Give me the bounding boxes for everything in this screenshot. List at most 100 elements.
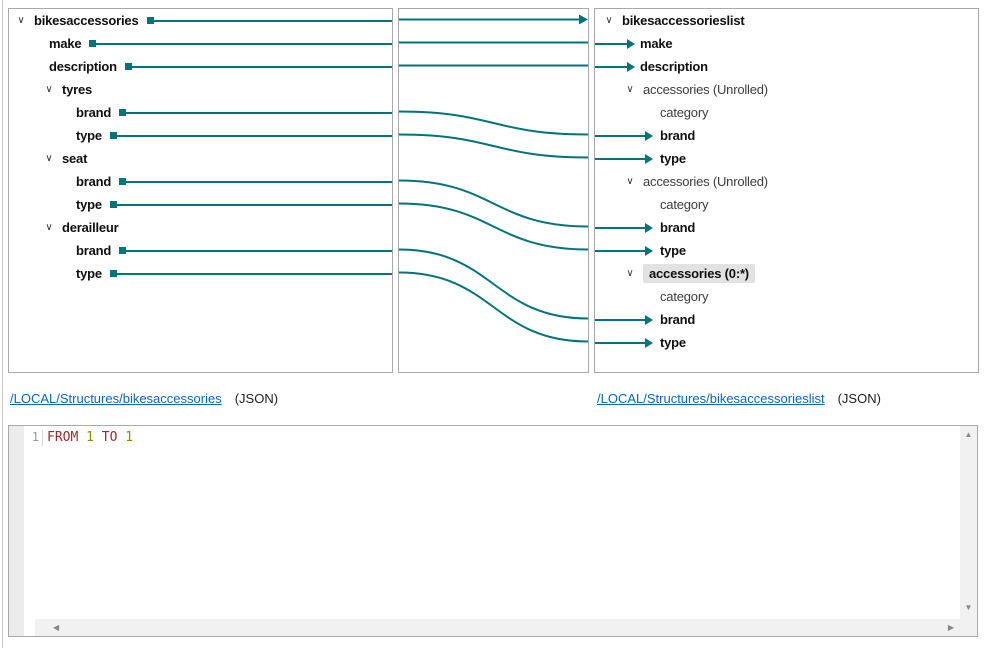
mapping-arrow-shaft [595,42,627,45]
source-tree-row-description[interactable]: description [9,55,392,78]
source-tree-row-type[interactable]: type [9,193,392,216]
tree-item-label: category [660,289,709,304]
target-tree-row-brand[interactable]: brand [595,124,978,147]
tree-item-label: description [640,59,708,74]
mapping-arrow-tip [645,130,653,141]
mapping-arrow-shaft [595,318,645,321]
chevron-down-icon[interactable]: ∨ [45,83,53,95]
mapping-connection-line[interactable] [153,19,392,22]
mapping-connection-line[interactable] [126,180,392,183]
tree-item-label: brand [660,312,696,327]
target-tree-row-category[interactable]: category [595,101,978,124]
mapping-connection[interactable] [399,133,588,159]
mapping-connection-line[interactable] [116,272,392,275]
target-tree-row-description[interactable]: description [595,55,978,78]
target-tree-row-category[interactable]: category [595,285,978,308]
tree-item-label: brand [76,243,112,258]
mapping-arrow-tip [645,314,653,325]
target-tree-row-type[interactable]: type [595,147,978,170]
target-tree-row-type[interactable]: type [595,239,978,262]
chevron-down-icon[interactable]: ∨ [45,152,53,164]
chevron-down-icon[interactable]: ∨ [626,175,634,187]
code-token: 1 [86,430,94,445]
source-tree-row-bikesaccessories[interactable]: ∨bikesaccessories [9,9,392,32]
editor-vertical-scrollbar[interactable]: ▲ ▼ [960,426,977,636]
mapping-connection-line[interactable] [131,65,392,68]
output-connector-handle[interactable] [109,132,117,139]
chevron-down-icon[interactable]: ∨ [17,14,25,26]
code-token: FROM [47,430,79,445]
target-format-label: (JSON) [837,390,881,406]
mapping-connection-line[interactable] [116,203,392,206]
mapping-connection[interactable] [399,179,588,228]
output-connector-handle[interactable] [119,247,127,254]
scroll-left-icon[interactable]: ◀ [53,622,60,632]
editor-horizontal-scrollbar[interactable]: ◀ ▶ [35,619,960,636]
source-tree-row-seat[interactable]: ∨ seat [9,147,392,170]
source-tree-row-make[interactable]: make [9,32,392,55]
tree-item-label: type [76,128,102,143]
output-connector-handle[interactable] [89,40,97,47]
source-tree-row-brand[interactable]: brand [9,101,392,124]
chevron-down-icon[interactable]: ∨ [626,83,634,95]
code-token [94,430,102,445]
target-structure-link[interactable]: /LOCAL/Structures/bikesaccessorieslist [597,390,825,406]
window-edge-divider [2,0,3,648]
mapping-arrow-tip [627,38,635,49]
mapping-arrow-shaft [595,341,645,344]
mapping-connections-canvas [399,14,588,343]
output-connector-handle[interactable] [146,17,154,24]
target-tree-row-accessories-unrolled[interactable]: ∨accessories (Unrolled) [595,170,978,193]
mapping-connection[interactable] [399,248,588,320]
chevron-down-icon[interactable]: ∨ [626,267,634,279]
tree-item-label: type [76,197,102,212]
target-tree-row-brand[interactable]: brand [595,308,978,331]
target-tree-row-bikesaccessorieslist[interactable]: ∨bikesaccessorieslist [595,9,978,32]
target-tree-row-accessories-0[interactable]: ∨accessories (0:*) [595,262,978,285]
mapping-connection-line[interactable] [116,134,392,137]
mapping-arrow-shaft [595,249,645,252]
chevron-down-icon[interactable]: ∨ [605,14,613,26]
target-tree-row-accessories-unrolled[interactable]: ∨accessories (Unrolled) [595,78,978,101]
mapping-connection-line[interactable] [126,249,392,252]
chevron-down-icon[interactable]: ∨ [45,221,53,233]
output-connector-handle[interactable] [109,201,117,208]
output-connector-handle[interactable] [124,63,132,70]
mapping-arrow-tip [645,337,653,348]
mapping-connection[interactable] [399,110,588,136]
source-tree-row-brand[interactable]: brand [9,170,392,193]
tree-item-label: type [660,243,686,258]
tree-item-label: brand [660,220,696,235]
tree-item-label: brand [76,174,112,189]
tree-item-label: brand [76,105,112,120]
scroll-right-icon[interactable]: ▶ [947,622,954,632]
scroll-up-icon[interactable]: ▲ [964,430,973,439]
target-tree-row-type[interactable]: type [595,331,978,354]
source-structure-link[interactable]: /LOCAL/Structures/bikesaccessories [10,390,222,406]
code-token [78,430,86,445]
tree-item-label: seat [62,151,88,166]
mapping-connection[interactable] [399,202,588,251]
mapping-connection[interactable] [399,271,588,343]
source-tree-row-tyres[interactable]: ∨tyres [9,78,392,101]
source-tree-row-type[interactable]: type [9,124,392,147]
mapping-connection-line[interactable] [96,42,392,45]
output-connector-handle[interactable] [119,178,127,185]
target-tree-row-brand[interactable]: brand [595,216,978,239]
source-tree-row-brand[interactable]: brand [9,239,392,262]
mapping-connection-line[interactable] [126,111,392,114]
tree-item-label: brand [660,128,696,143]
output-connector-handle[interactable] [109,270,117,277]
output-connector-handle[interactable] [119,109,127,116]
scroll-down-icon[interactable]: ▼ [964,603,973,612]
source-tree-row-derailleur[interactable]: ∨derailleur [9,216,392,239]
target-tree-row-make[interactable]: make [595,32,978,55]
line-number: 1 [31,430,39,444]
target-tree-row-category[interactable]: category [595,193,978,216]
source-tree-row-type[interactable]: type [9,262,392,285]
